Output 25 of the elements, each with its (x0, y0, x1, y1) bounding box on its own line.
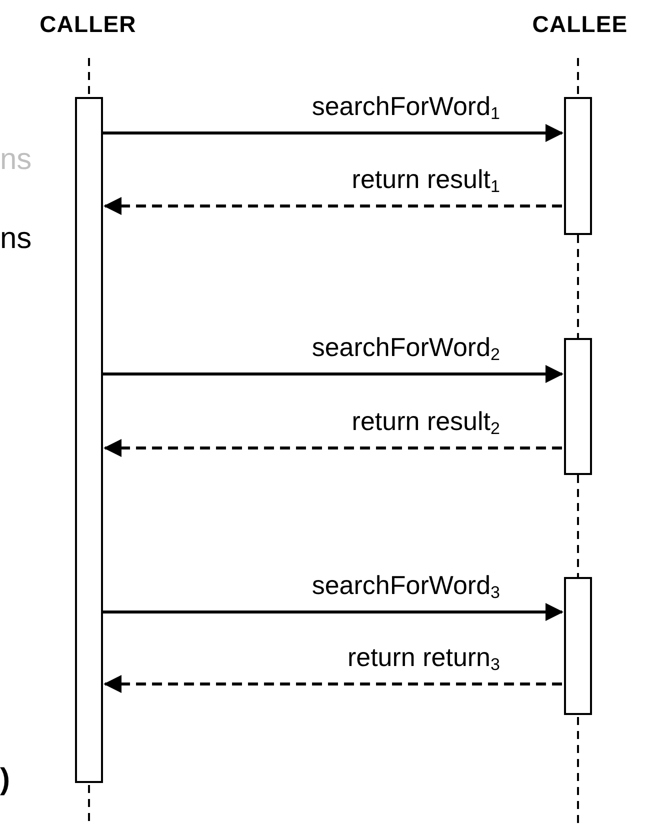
edge-label: return result$_{2}$ (352, 408, 500, 434)
message-arrow (104, 197, 562, 215)
edge-label: return return$_{3}$ (347, 644, 500, 670)
activation-bar (564, 338, 592, 475)
activation-bar (564, 577, 592, 715)
lifeline (88, 58, 90, 97)
participant-label: CALLEE (505, 6, 655, 42)
message-arrow (104, 675, 562, 693)
message-arrow (103, 124, 564, 142)
participant-label: CALLER (18, 6, 158, 42)
text-fragment: ns (0, 145, 32, 175)
message-arrow (103, 365, 564, 383)
text-fragment: ns (0, 224, 32, 254)
message-arrow (103, 603, 564, 621)
edge-label: searchForWord$_{2}$ (312, 334, 500, 360)
lifeline (577, 58, 579, 97)
activation-bar (75, 97, 103, 783)
lifeline (577, 475, 579, 577)
text-fragment: ) (0, 765, 10, 795)
activation-bar (564, 97, 592, 235)
edge-label: searchForWord$_{1}$ (312, 93, 500, 119)
edge-label: return result$_{1}$ (352, 166, 500, 192)
message-arrow (104, 439, 562, 457)
edge-label: searchForWord$_{3}$ (312, 572, 500, 598)
lifeline (577, 235, 579, 338)
